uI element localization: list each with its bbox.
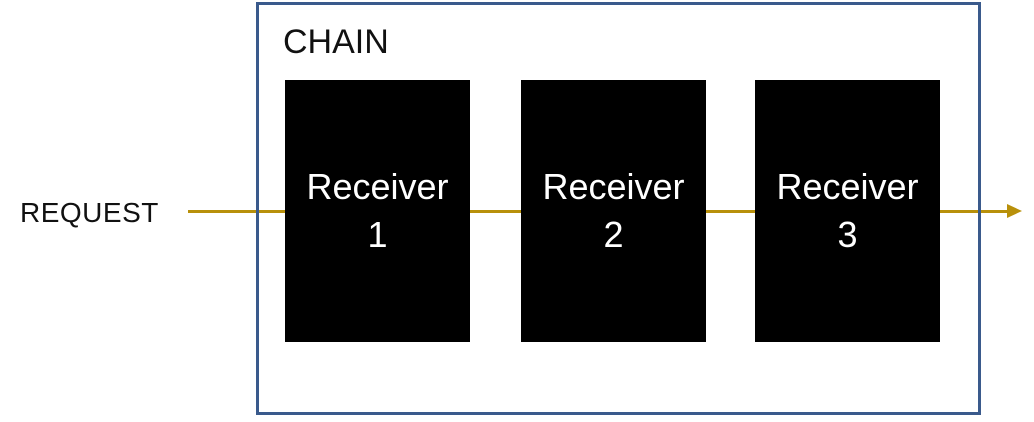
- receiver-1: Receiver 1: [285, 80, 470, 342]
- connector-receiver-1-to-receiver-2: [470, 210, 521, 213]
- receiver-1-name: Receiver: [306, 166, 449, 207]
- request-label: REQUEST: [20, 197, 159, 228]
- connector-receiver-2-to-receiver-3: [706, 210, 755, 213]
- receiver-3: Receiver 3: [755, 80, 940, 342]
- receiver-2: Receiver 2: [521, 80, 706, 342]
- connector-request-to-receiver-1: [188, 210, 285, 213]
- receiver-1-number: 1: [367, 214, 388, 255]
- chain-title: CHAIN: [283, 23, 389, 61]
- chain-container: [256, 2, 981, 415]
- receiver-3-name: Receiver: [776, 166, 919, 207]
- connector-receiver-3-to-output: [940, 210, 1008, 213]
- receiver-3-number: 3: [837, 214, 858, 255]
- output-arrowhead: [1007, 204, 1022, 218]
- receiver-2-number: 2: [603, 214, 624, 255]
- receiver-2-name: Receiver: [542, 166, 685, 207]
